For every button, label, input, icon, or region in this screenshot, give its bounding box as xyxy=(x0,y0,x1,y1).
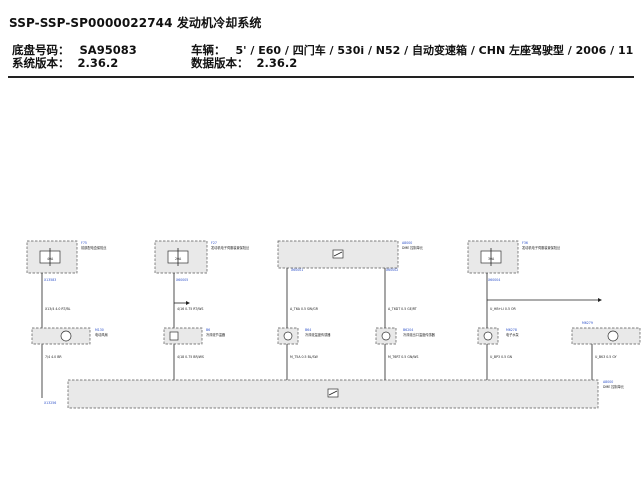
component-name: 冷却液节温器 xyxy=(206,332,226,337)
box-desc: 发动机电子伺服装置保险丝 xyxy=(211,245,250,250)
component-id: M6279 xyxy=(582,321,593,325)
component-name: 冷却液温度传感器 xyxy=(305,332,331,337)
vehicle-label: 车辆： xyxy=(191,43,226,57)
component-name: 电子水泵 xyxy=(506,332,520,337)
temperature-sensor-icon xyxy=(283,331,293,341)
box-id: A8000 xyxy=(402,241,412,245)
system-version-label: 系统版本： xyxy=(12,56,70,70)
page-title: SSP-SSP-SP0000022744 发动机冷却系统 xyxy=(9,16,262,30)
thermostat-icon xyxy=(169,331,179,341)
component-name: 冷却液出口温度传感器 xyxy=(403,332,436,337)
wire-label: U_BK3 0.5 GY xyxy=(595,355,617,359)
fan-motor-icon xyxy=(60,330,72,342)
box-id: F36 xyxy=(522,241,528,245)
box-id: A8000 xyxy=(603,380,613,384)
box-desc: DME 控制单元 xyxy=(402,245,424,250)
wire-label: M_T5A 0.5 BL/SW xyxy=(290,355,319,359)
component-id: B6 xyxy=(206,328,210,332)
data-version-value: 2.36.2 xyxy=(256,56,298,70)
component-m6279 xyxy=(571,327,641,345)
component-id: B64 xyxy=(305,328,311,332)
chassis-value: SA95083 xyxy=(79,43,137,57)
pump-icon xyxy=(483,331,493,341)
component-id: M130 xyxy=(95,328,104,332)
connector-label: X60002 xyxy=(386,268,398,272)
fuse-rating: 40A xyxy=(47,257,54,261)
connector-label: X13256 xyxy=(44,401,56,405)
fuse-rating: 30A xyxy=(488,257,495,261)
connector-label: X60001 xyxy=(291,268,303,272)
component-id: B6204 xyxy=(403,328,413,332)
wire-label: X13/4 4.0 RT/BL xyxy=(45,307,71,311)
box-id: F27 xyxy=(211,241,217,245)
box-id: F75 xyxy=(81,241,87,245)
component-id: M6278 xyxy=(506,328,517,332)
wire-label: U_BP3 0.5 GN xyxy=(490,355,513,359)
temperature-sensor-icon xyxy=(381,331,391,341)
vehicle-info: 车辆： 5' / E60 / 四门车 / 530i / N52 / 自动变速箱 … xyxy=(191,43,634,58)
wire-label: 7/4 4.0 BR xyxy=(45,355,62,359)
box-desc: 发动机电子伺服装置保险丝 xyxy=(522,245,561,250)
box-desc: 前部配电盒保险丝 xyxy=(81,245,107,250)
box-desc: DME 控制单元 xyxy=(603,384,625,389)
data-version-info: 数据版本： 2.36.2 xyxy=(191,57,297,70)
component-name: 电动风扇 xyxy=(95,332,108,337)
vehicle-value: 5' / E60 / 四门车 / 530i / N52 / 自动变速箱 / CH… xyxy=(235,44,634,57)
connector-label: X60004 xyxy=(488,278,500,282)
header-divider xyxy=(8,76,634,78)
fuse-rating: 20A xyxy=(175,257,182,261)
wire-label: M_T6RT 0.5 GN/WS xyxy=(388,355,418,359)
chassis-info: 底盘号码： SA95083 xyxy=(12,44,137,57)
wire-label: U_HB+LI 0.5 OR xyxy=(490,307,517,311)
wire-label: 4/16 0.75 RT/WS xyxy=(177,307,203,311)
system-version-value: 2.36.2 xyxy=(77,56,119,70)
data-version-label: 数据版本： xyxy=(191,56,249,70)
pump-motor-icon xyxy=(607,330,619,342)
wire-label: 4/18 0.75 BR/WS xyxy=(177,355,204,359)
connector-label: X13583 xyxy=(44,278,56,282)
system-version-info: 系统版本： 2.36.2 xyxy=(12,57,118,70)
chassis-label: 底盘号码： xyxy=(12,43,70,57)
connector-label: X60005 xyxy=(176,278,188,282)
wire-label: A_T6DT 0.5 GE/RT xyxy=(388,307,417,311)
wire-label: A_T6A 0.5 SW/GR xyxy=(290,307,319,311)
